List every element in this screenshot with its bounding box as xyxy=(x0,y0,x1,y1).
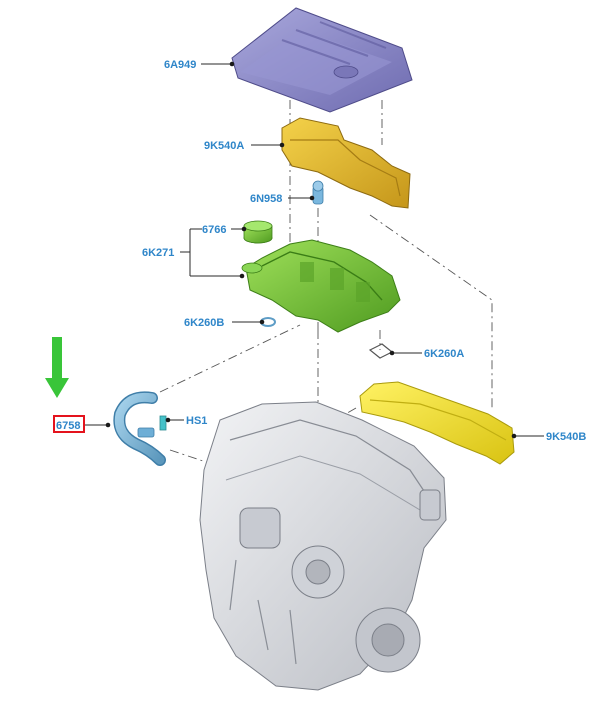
label-6k271[interactable]: 6K271 xyxy=(142,247,174,259)
label-6a949[interactable]: 6A949 xyxy=(164,59,196,71)
label-6k260b[interactable]: 6K260B xyxy=(184,317,224,329)
engine-cover-6a949[interactable] xyxy=(231,7,413,113)
breather-valve-6n958[interactable] xyxy=(312,180,324,205)
gasket-6k260a[interactable] xyxy=(368,343,394,359)
label-6758[interactable]: 6758 xyxy=(56,420,80,432)
oil-filler-cap-6766[interactable] xyxy=(243,220,273,244)
label-6n958[interactable]: 6N958 xyxy=(250,193,282,205)
heat-shield-9k540b[interactable] xyxy=(359,381,515,465)
heat-shield-9k540a[interactable] xyxy=(281,117,411,209)
engine-assembly xyxy=(199,401,447,691)
hose-clip-hs1[interactable] xyxy=(159,415,167,431)
breather-hose-6758[interactable] xyxy=(113,391,166,466)
label-9k540b[interactable]: 9K540B xyxy=(546,431,586,443)
leader-lines xyxy=(84,61,544,439)
label-6k260a[interactable]: 6K260A xyxy=(424,348,464,360)
label-hs1[interactable]: HS1 xyxy=(186,415,207,427)
label-6766[interactable]: 6766 xyxy=(202,224,226,236)
highlight-arrow-icon xyxy=(45,337,69,398)
highlight-box xyxy=(53,415,85,433)
valve-cover-6k271[interactable] xyxy=(241,239,401,333)
label-9k540a[interactable]: 9K540A xyxy=(204,140,244,152)
